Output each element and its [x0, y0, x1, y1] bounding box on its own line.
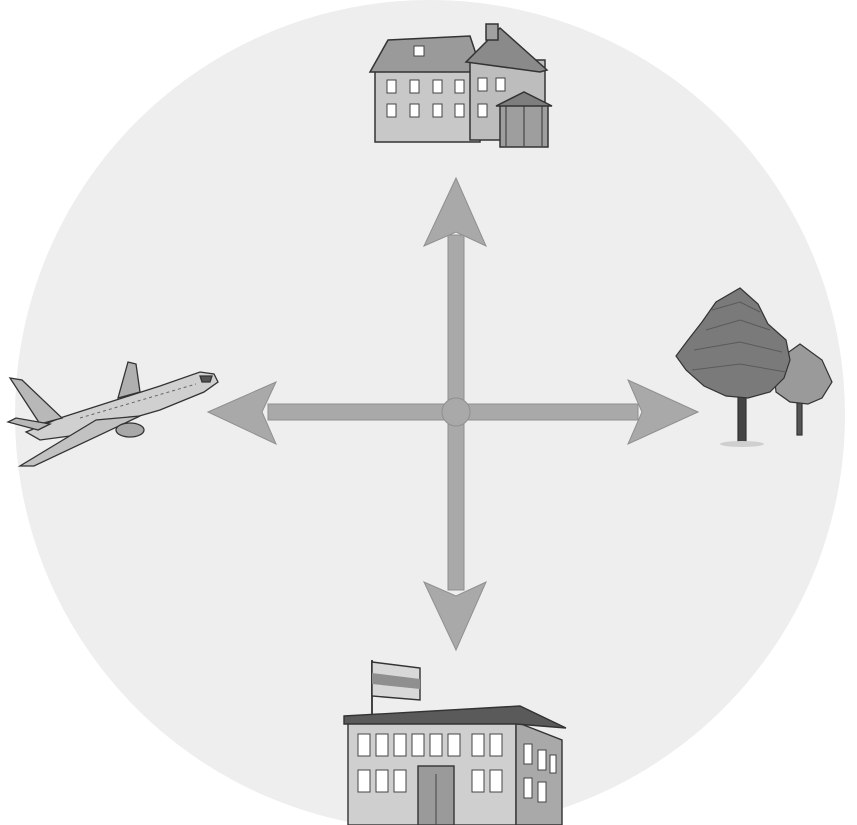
- arrow-center-node: [442, 398, 470, 426]
